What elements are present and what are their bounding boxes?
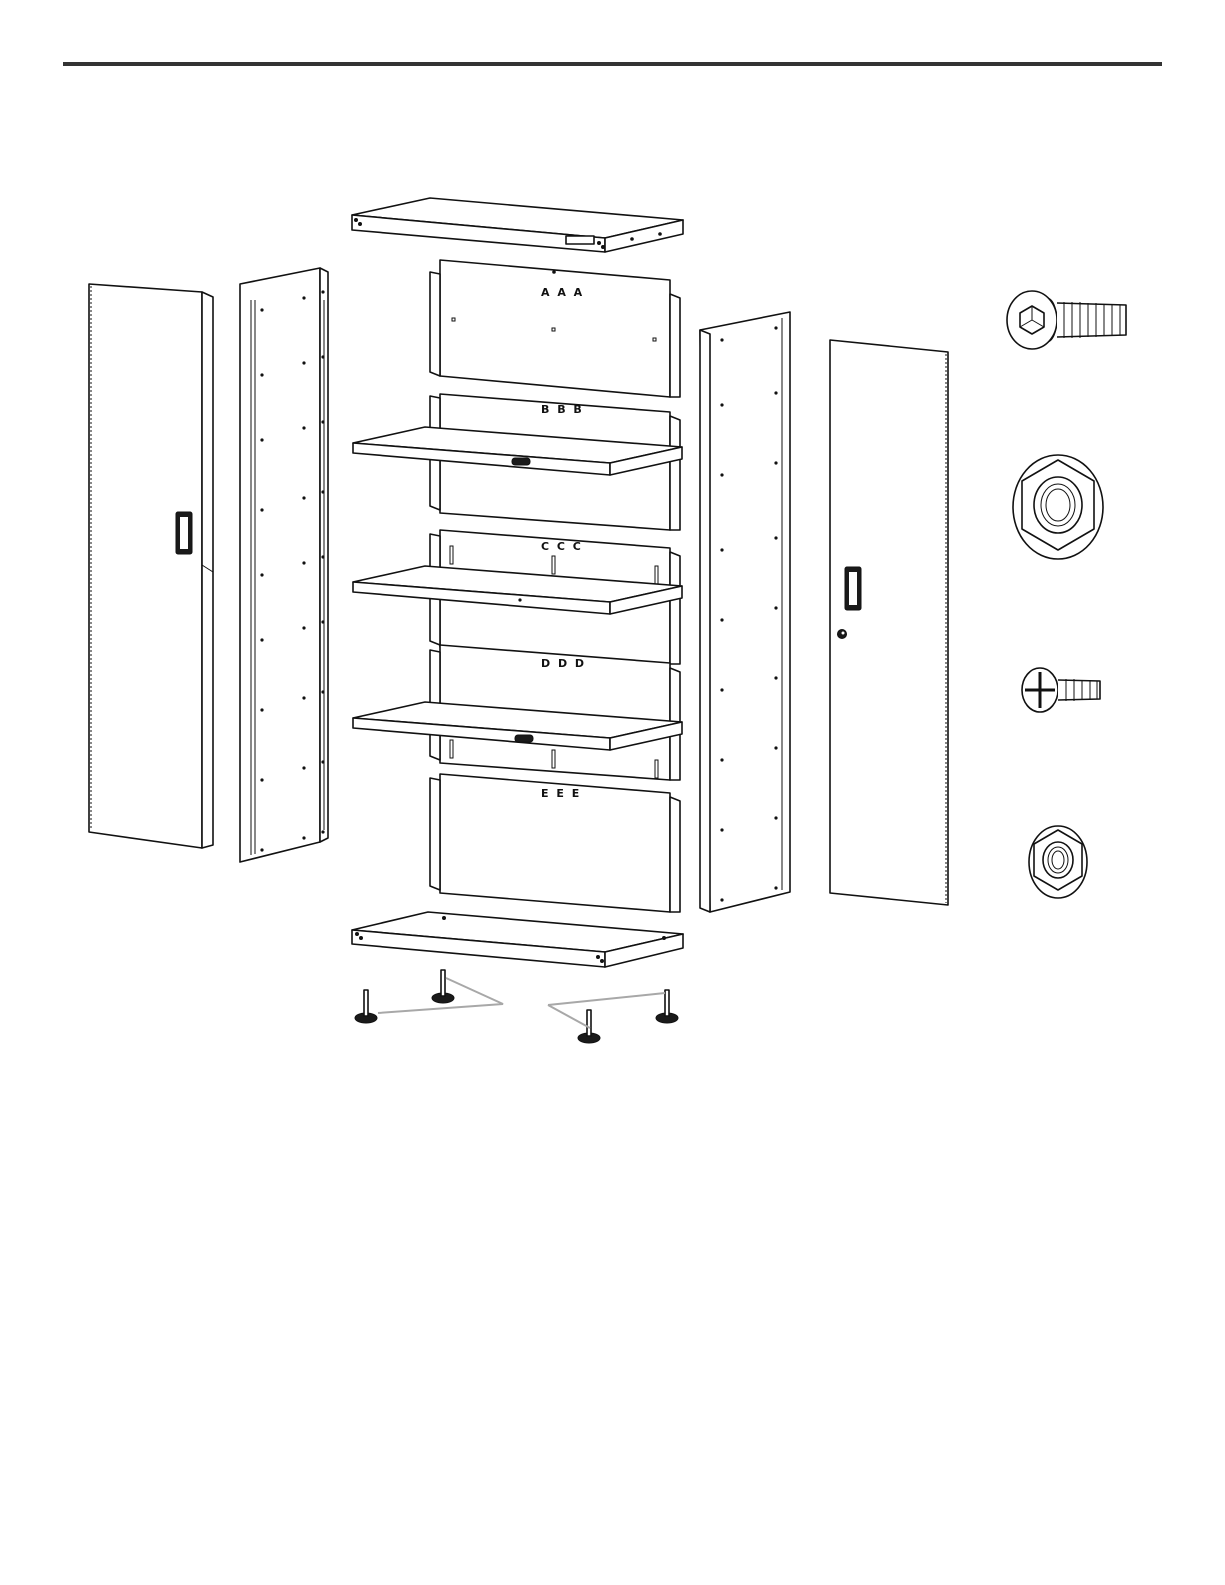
bolt-hole [321,620,324,623]
bolt-hole [774,461,777,464]
bolt-hole [260,508,263,511]
hex-socket-button-bolt-icon [1007,291,1126,349]
bolt-hole [302,426,305,429]
bolt-hole [260,438,263,441]
bolt-hole [720,548,723,551]
bolt-hole [720,898,723,901]
bolt-hole [720,828,723,831]
bolt-hole [302,696,305,699]
bolt-hole [321,355,324,358]
bolt-hole [302,561,305,564]
bolt-hole [720,688,723,691]
bolt-hole [774,326,777,329]
bolt-hole [260,308,263,311]
door-lock-icon [838,630,847,639]
bolt-hole [321,420,324,423]
left-side-panel [240,268,328,862]
back-panel-e: E E E [430,774,680,912]
bolt-hole [720,758,723,761]
bolt-hole [302,496,305,499]
leveling-foot-leaders [378,978,665,1028]
bolt-hole [302,626,305,629]
large-flange-nut-icon [1013,455,1103,559]
back-panel-e-label: E E E [541,787,581,800]
top-panel [352,198,683,252]
bolt-hole [720,473,723,476]
bolt-hole [302,361,305,364]
bolt-hole [302,296,305,299]
bolt-hole [774,536,777,539]
bolt-hole [321,760,324,763]
bolt-hole [720,618,723,621]
right-side-panel [700,312,790,912]
bolt-hole [774,391,777,394]
bolt-hole [720,403,723,406]
bolt-hole [302,836,305,839]
bolt-hole [774,676,777,679]
bolt-hole [260,848,263,851]
right-door-handle-icon [845,567,861,610]
phillips-truss-screw-icon [1022,668,1100,712]
small-flange-nut-icon [1029,826,1087,898]
bolt-hole [774,886,777,889]
back-panel-b-label: B B B [541,403,584,416]
bolt-hole [774,816,777,819]
bolt-hole [321,830,324,833]
bolt-hole [321,690,324,693]
bolt-hole [260,638,263,641]
bolt-hole [774,606,777,609]
bolt-hole [260,573,263,576]
bolt-hole [720,338,723,341]
left-door-handle-icon [176,512,192,554]
left-door [89,284,213,848]
bolt-hole [302,766,305,769]
bottom-panel [352,912,683,967]
back-panel-a: A A A [430,260,680,397]
bolt-hole [321,290,324,293]
back-panel-c-label: C C C [541,540,583,553]
bolt-hole [774,746,777,749]
bolt-hole [260,373,263,376]
bolt-hole [321,490,324,493]
bolt-hole [260,708,263,711]
leveling-foot-icon [355,970,678,1043]
right-door [830,340,948,905]
bolt-hole [321,555,324,558]
bolt-hole [260,778,263,781]
back-panel-d-label: D D D [541,657,586,670]
back-panel-a-label: A A A [541,286,584,299]
